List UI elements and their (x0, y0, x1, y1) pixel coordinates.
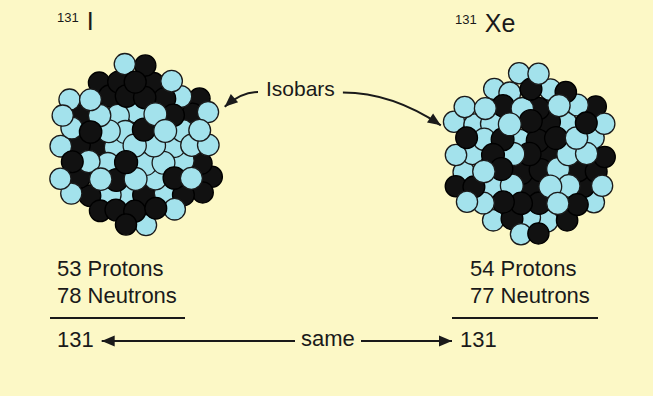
proton-ball (52, 105, 73, 126)
nucleon-count: 78 Neutrons (57, 283, 177, 309)
neutron-ball (115, 151, 138, 174)
connector-line (343, 93, 441, 126)
nucleus-illustration (437, 62, 623, 248)
neutron-ball (566, 194, 588, 216)
mass-number-total: 131 (460, 327, 497, 353)
proton-ball (50, 168, 71, 189)
nucleus: 131I (40, 50, 232, 242)
nucleon-count: 77 Neutrons (470, 283, 590, 309)
nucleon-sum: 53 Protons78 Neutrons 131 (50, 254, 185, 354)
isotope-heading: 131 Xe (455, 8, 515, 38)
term-label: Isobars (266, 76, 335, 102)
neutron-ball (519, 110, 542, 133)
arrowhead (102, 336, 115, 347)
neutron-ball (456, 127, 478, 149)
connector-arrow (343, 93, 441, 126)
proton-ball (189, 119, 211, 141)
element-symbol: Xe (485, 8, 516, 38)
nucleon-count: 54 Protons (470, 256, 576, 282)
sum-rule (452, 317, 598, 319)
proton-ball (548, 95, 570, 117)
neutron-ball (492, 191, 514, 213)
arrowhead (427, 114, 441, 126)
proton-ball (592, 175, 613, 196)
neutron-ball (545, 127, 568, 150)
arrowhead (439, 336, 452, 347)
proton-ball (80, 89, 102, 111)
neutron-ball (575, 112, 597, 134)
nucleon-count: 53 Protons (57, 256, 163, 282)
neutron-ball (528, 223, 549, 244)
nucleon-sum: 54 Protons77 Neutrons 131 (452, 254, 598, 354)
proton-ball (454, 96, 475, 117)
neutron-ball (79, 121, 101, 143)
nucleus: 131Xe (437, 62, 623, 248)
mass-number: 131 (455, 12, 477, 27)
proton-ball (528, 63, 549, 84)
sum-rule (50, 317, 185, 319)
proton-ball (474, 98, 496, 120)
arrowhead (225, 94, 238, 107)
connector-line (225, 92, 258, 107)
edge-label: same (295, 326, 361, 352)
proton-ball (161, 70, 183, 92)
connector-arrow (102, 336, 452, 347)
isobars-label: Isobars (262, 74, 339, 104)
neutron-ball (124, 71, 146, 93)
proton-ball (154, 120, 177, 143)
isotope-heading: 131 I (57, 6, 94, 36)
neutron-ball (115, 214, 136, 235)
proton-ball (473, 160, 495, 182)
proton-ball (547, 192, 569, 214)
nucleus-illustration (40, 50, 232, 242)
proton-ball (456, 191, 477, 212)
element-symbol: I (87, 6, 94, 36)
mass-number-total: 131 (57, 327, 94, 353)
proton-ball (180, 167, 202, 189)
neutron-ball (145, 197, 167, 219)
mass-number: 131 (57, 10, 79, 25)
connector-arrow (225, 92, 258, 107)
proton-ball (90, 168, 112, 190)
connector-line (102, 340, 452, 342)
proton-ball (498, 113, 521, 136)
